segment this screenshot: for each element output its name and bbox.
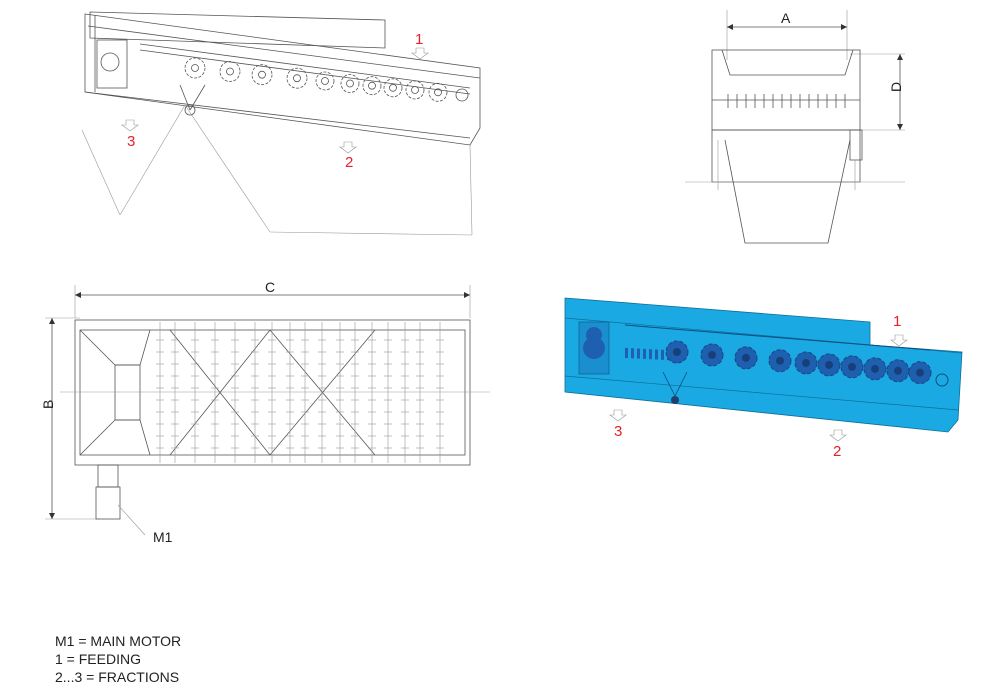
machine-body <box>564 297 963 433</box>
dim-d: D <box>888 82 904 92</box>
arrow-down-icon <box>411 47 429 60</box>
roller <box>315 71 335 91</box>
roller-hub <box>389 83 397 92</box>
roller-hub <box>916 368 924 377</box>
roller <box>340 74 360 93</box>
iso-label-fraction-3: 3 <box>614 423 622 440</box>
dim-b: B <box>40 400 56 409</box>
roller-hub <box>411 86 419 94</box>
roller-hub <box>825 360 833 369</box>
roller-hub <box>226 67 234 76</box>
side-view: 1 2 3 <box>81 11 481 236</box>
arrow-down-icon <box>890 334 908 347</box>
roller-hub <box>894 366 902 375</box>
chain-link <box>631 348 634 359</box>
roller-hub <box>848 362 856 371</box>
label-fraction-2: 2 <box>345 154 353 171</box>
iso-view: 1 2 3 <box>564 297 963 460</box>
dim-c: C <box>265 279 275 295</box>
roller <box>251 64 273 86</box>
chain-link <box>625 348 628 358</box>
iso-label-fraction-2: 2 <box>833 443 841 460</box>
roller <box>383 78 403 98</box>
legend-item: 2...3 = FRACTIONS <box>55 669 180 685</box>
roller-hub <box>871 364 879 373</box>
roller-hub <box>776 356 784 365</box>
top-view: C B M1 <box>40 279 490 545</box>
roller <box>428 82 448 102</box>
roller-hub <box>346 79 354 88</box>
chain-link <box>637 348 640 359</box>
roller-hub <box>191 64 199 72</box>
iso-label-feeding: 1 <box>893 313 901 330</box>
chain-link <box>643 348 646 359</box>
label-feeding: 1 <box>415 31 423 48</box>
roller-hub <box>293 74 301 83</box>
dim-a: A <box>781 10 791 26</box>
motor-label-m1: M1 <box>153 529 173 545</box>
roller <box>362 76 382 96</box>
roller <box>184 57 206 79</box>
arrow-down-icon <box>609 409 627 422</box>
roller-hub <box>742 353 750 362</box>
arrow-down-icon <box>339 141 357 154</box>
roller-hub <box>673 348 681 356</box>
legend-item: 1 = FEEDING <box>55 651 141 667</box>
roller-hub <box>434 88 442 97</box>
roller <box>219 61 241 82</box>
chain-link <box>655 349 658 360</box>
roller <box>405 80 425 100</box>
roller-hub <box>368 81 376 90</box>
chain-link <box>649 349 652 360</box>
arrow-down-icon <box>121 119 139 132</box>
label-fraction-3: 3 <box>127 133 135 150</box>
chain-link <box>661 349 664 360</box>
roller <box>286 67 308 89</box>
roller-hub <box>708 350 716 359</box>
front-view: A D <box>685 10 905 244</box>
legend: M1 = MAIN MOTOR 1 = FEEDING 2...3 = FRAC… <box>55 632 181 686</box>
arrow-down-icon <box>829 429 847 442</box>
roller-hub <box>321 77 329 85</box>
roller-hub <box>258 70 266 79</box>
legend-item: M1 = MAIN MOTOR <box>55 633 182 649</box>
roller-hub <box>802 358 810 367</box>
